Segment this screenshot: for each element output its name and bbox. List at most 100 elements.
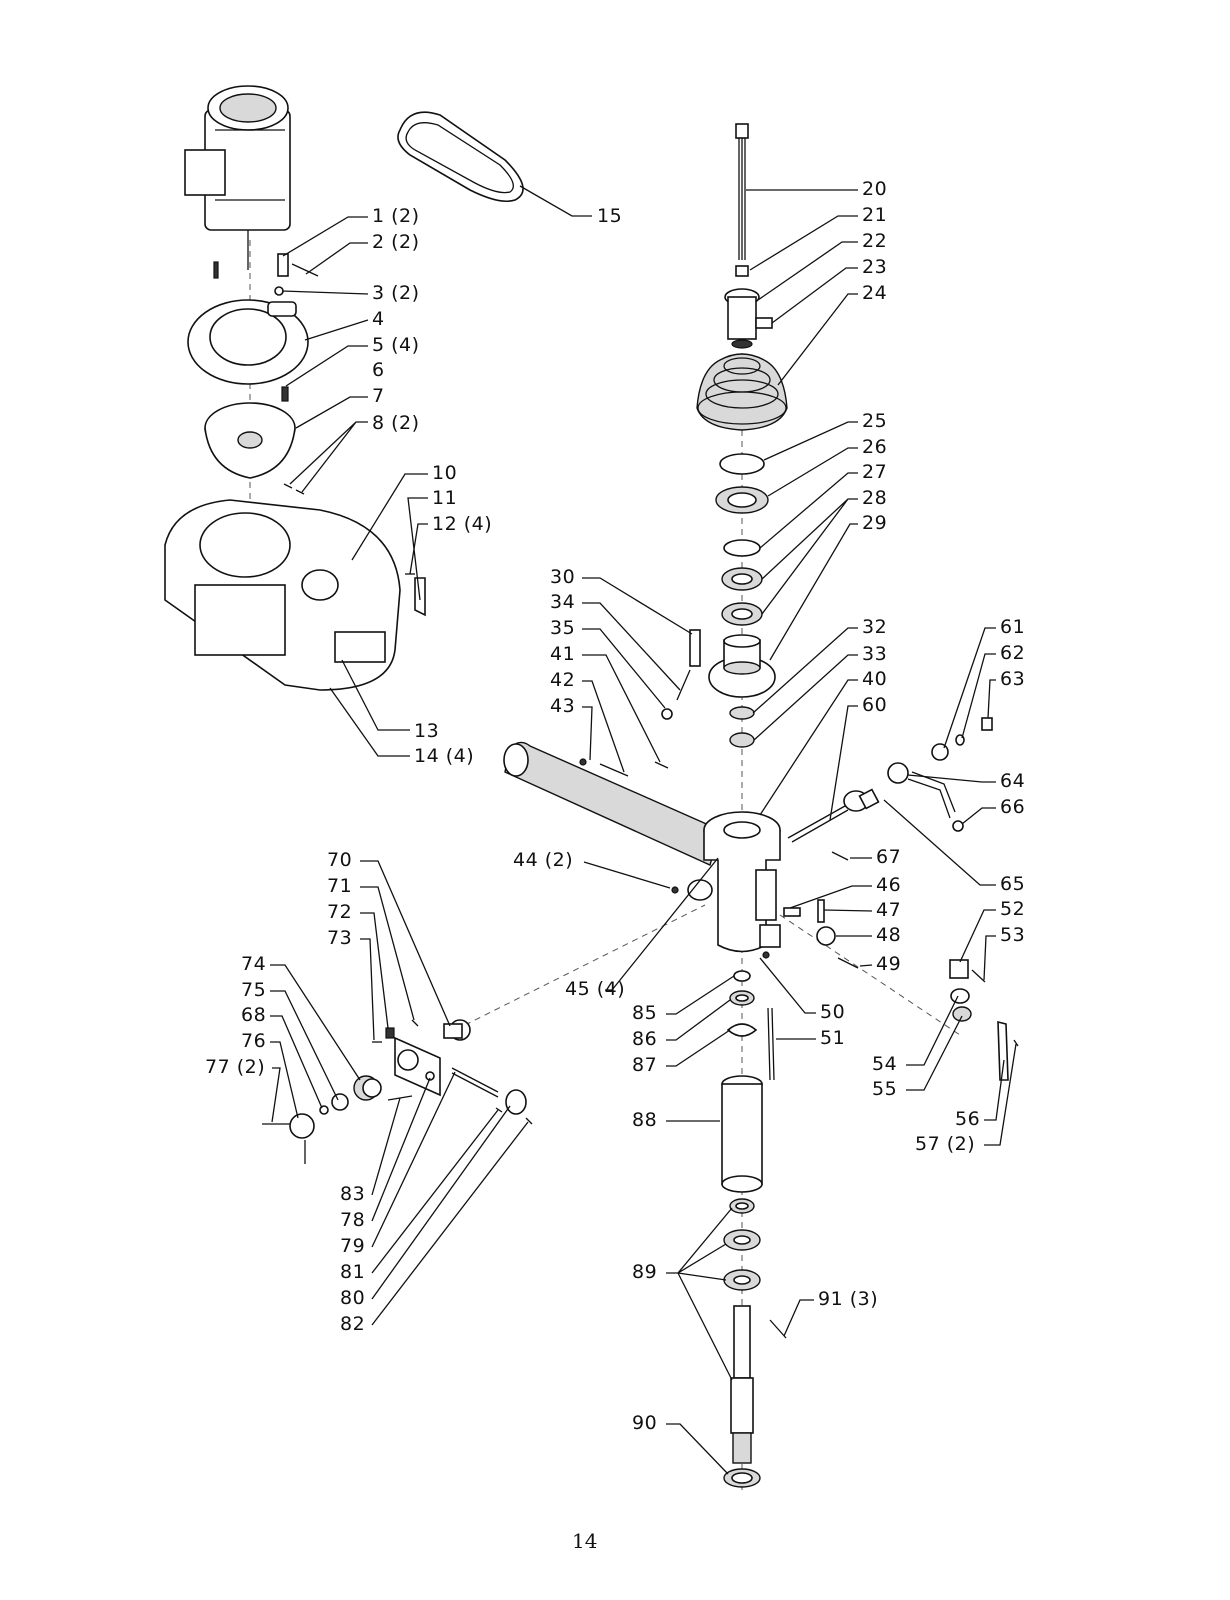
part-label: 42 — [550, 669, 575, 691]
part-label: 54 — [872, 1053, 897, 1075]
part-label: 41 — [550, 643, 575, 665]
part-label: 10 — [432, 462, 457, 484]
part-label: 80 — [340, 1287, 365, 1309]
part-label: 28 — [862, 487, 887, 509]
part-label: 33 — [862, 643, 887, 665]
screw-5 — [281, 386, 289, 402]
part-label: 4 — [372, 308, 385, 330]
bracket — [394, 1036, 441, 1097]
screw-91 — [769, 1319, 787, 1339]
washer-61 — [931, 743, 949, 761]
shaft-79 — [451, 1067, 499, 1093]
nut-33 — [729, 732, 755, 748]
screw-72 — [385, 1027, 395, 1039]
ball-35 — [661, 708, 673, 720]
feed-sleeve-70 — [443, 1019, 471, 1041]
part-label: 23 — [862, 256, 887, 278]
part-label: 15 — [597, 205, 622, 227]
part-label: 27 — [862, 461, 887, 483]
part-label: 75 — [241, 979, 266, 1001]
pulley-hub — [724, 288, 760, 349]
washer-78 — [425, 1071, 435, 1081]
snap-ring-25 — [719, 453, 765, 475]
gear-55 — [952, 1006, 972, 1022]
bearing-housing-29 — [708, 634, 776, 698]
nut-21 — [735, 265, 749, 277]
part-label: 6 — [372, 359, 385, 381]
pin-71 — [411, 1019, 419, 1027]
housing-52 — [949, 959, 969, 979]
screw-50 — [762, 951, 770, 959]
part-label: 50 — [820, 1001, 845, 1023]
bearing-89b — [723, 1229, 761, 1251]
part-label: 71 — [327, 875, 352, 897]
part-label: 64 — [1000, 770, 1025, 792]
part-label: 61 — [1000, 616, 1025, 638]
pin-82 — [525, 1117, 533, 1125]
bearing-28a — [721, 567, 763, 591]
part-label: 5 (4) — [372, 334, 420, 356]
part-label: 30 — [550, 566, 575, 588]
part-label: 48 — [876, 924, 901, 946]
hub-76 — [289, 1113, 315, 1139]
part-label: 32 — [862, 616, 887, 638]
motor-bolt — [277, 253, 289, 277]
motor-stud — [291, 263, 319, 277]
pin-30 — [689, 629, 701, 667]
part-label: 78 — [340, 1209, 365, 1231]
screw-57 — [1013, 1039, 1019, 1047]
part-label: 86 — [632, 1028, 657, 1050]
screw-49 — [837, 957, 859, 969]
part-label: 77 (2) — [205, 1056, 265, 1078]
rod-42 — [599, 763, 629, 777]
part-label: 57 (2) — [915, 1133, 975, 1155]
part-label: 3 (2) — [372, 282, 420, 304]
part-label: 7 — [372, 385, 385, 407]
gasket-87 — [726, 1023, 758, 1037]
part-label: 85 — [632, 1002, 657, 1024]
part-label: 44 (2) — [513, 849, 573, 871]
part-label: 72 — [327, 901, 352, 923]
part-label: 60 — [862, 694, 887, 716]
knurled-ring-74 — [353, 1075, 382, 1101]
part-label: 8 (2) — [372, 412, 420, 434]
part-label: 24 — [862, 282, 887, 304]
pin-46 — [783, 907, 801, 917]
part-label: 83 — [340, 1183, 365, 1205]
hub-64 — [887, 762, 956, 819]
key-67 — [831, 851, 849, 861]
motor-plate — [187, 299, 309, 385]
key-41 — [654, 761, 669, 769]
part-label: 43 — [550, 695, 575, 717]
washer-3 — [274, 286, 284, 296]
part-label: 53 — [1000, 924, 1025, 946]
snap-ring-85 — [733, 970, 751, 982]
knob-80 — [505, 1089, 527, 1115]
collar-90 — [723, 1468, 761, 1488]
screw-44 — [671, 886, 679, 894]
belt-guard — [164, 499, 401, 691]
snap-ring-27 — [723, 539, 761, 557]
spring-34 — [676, 669, 691, 701]
washer-32 — [729, 706, 755, 720]
part-label: 26 — [862, 436, 887, 458]
part-label: 65 — [1000, 873, 1025, 895]
bearing-housing — [204, 402, 296, 479]
part-label: 49 — [876, 953, 901, 975]
part-label: 89 — [632, 1261, 657, 1283]
part-label: 87 — [632, 1054, 657, 1076]
part-label: 88 — [632, 1109, 657, 1131]
part-label: 52 — [1000, 898, 1025, 920]
part-label: 29 — [862, 512, 887, 534]
pin-8a — [283, 483, 293, 489]
part-label: 25 — [862, 410, 887, 432]
part-label: 73 — [327, 927, 352, 949]
gear-54 — [950, 988, 970, 1004]
part-label: 55 — [872, 1078, 897, 1100]
part-label: 40 — [862, 668, 887, 690]
knob-48 — [816, 926, 836, 946]
pin-47 — [817, 899, 825, 923]
part-label: 12 (4) — [432, 513, 492, 535]
